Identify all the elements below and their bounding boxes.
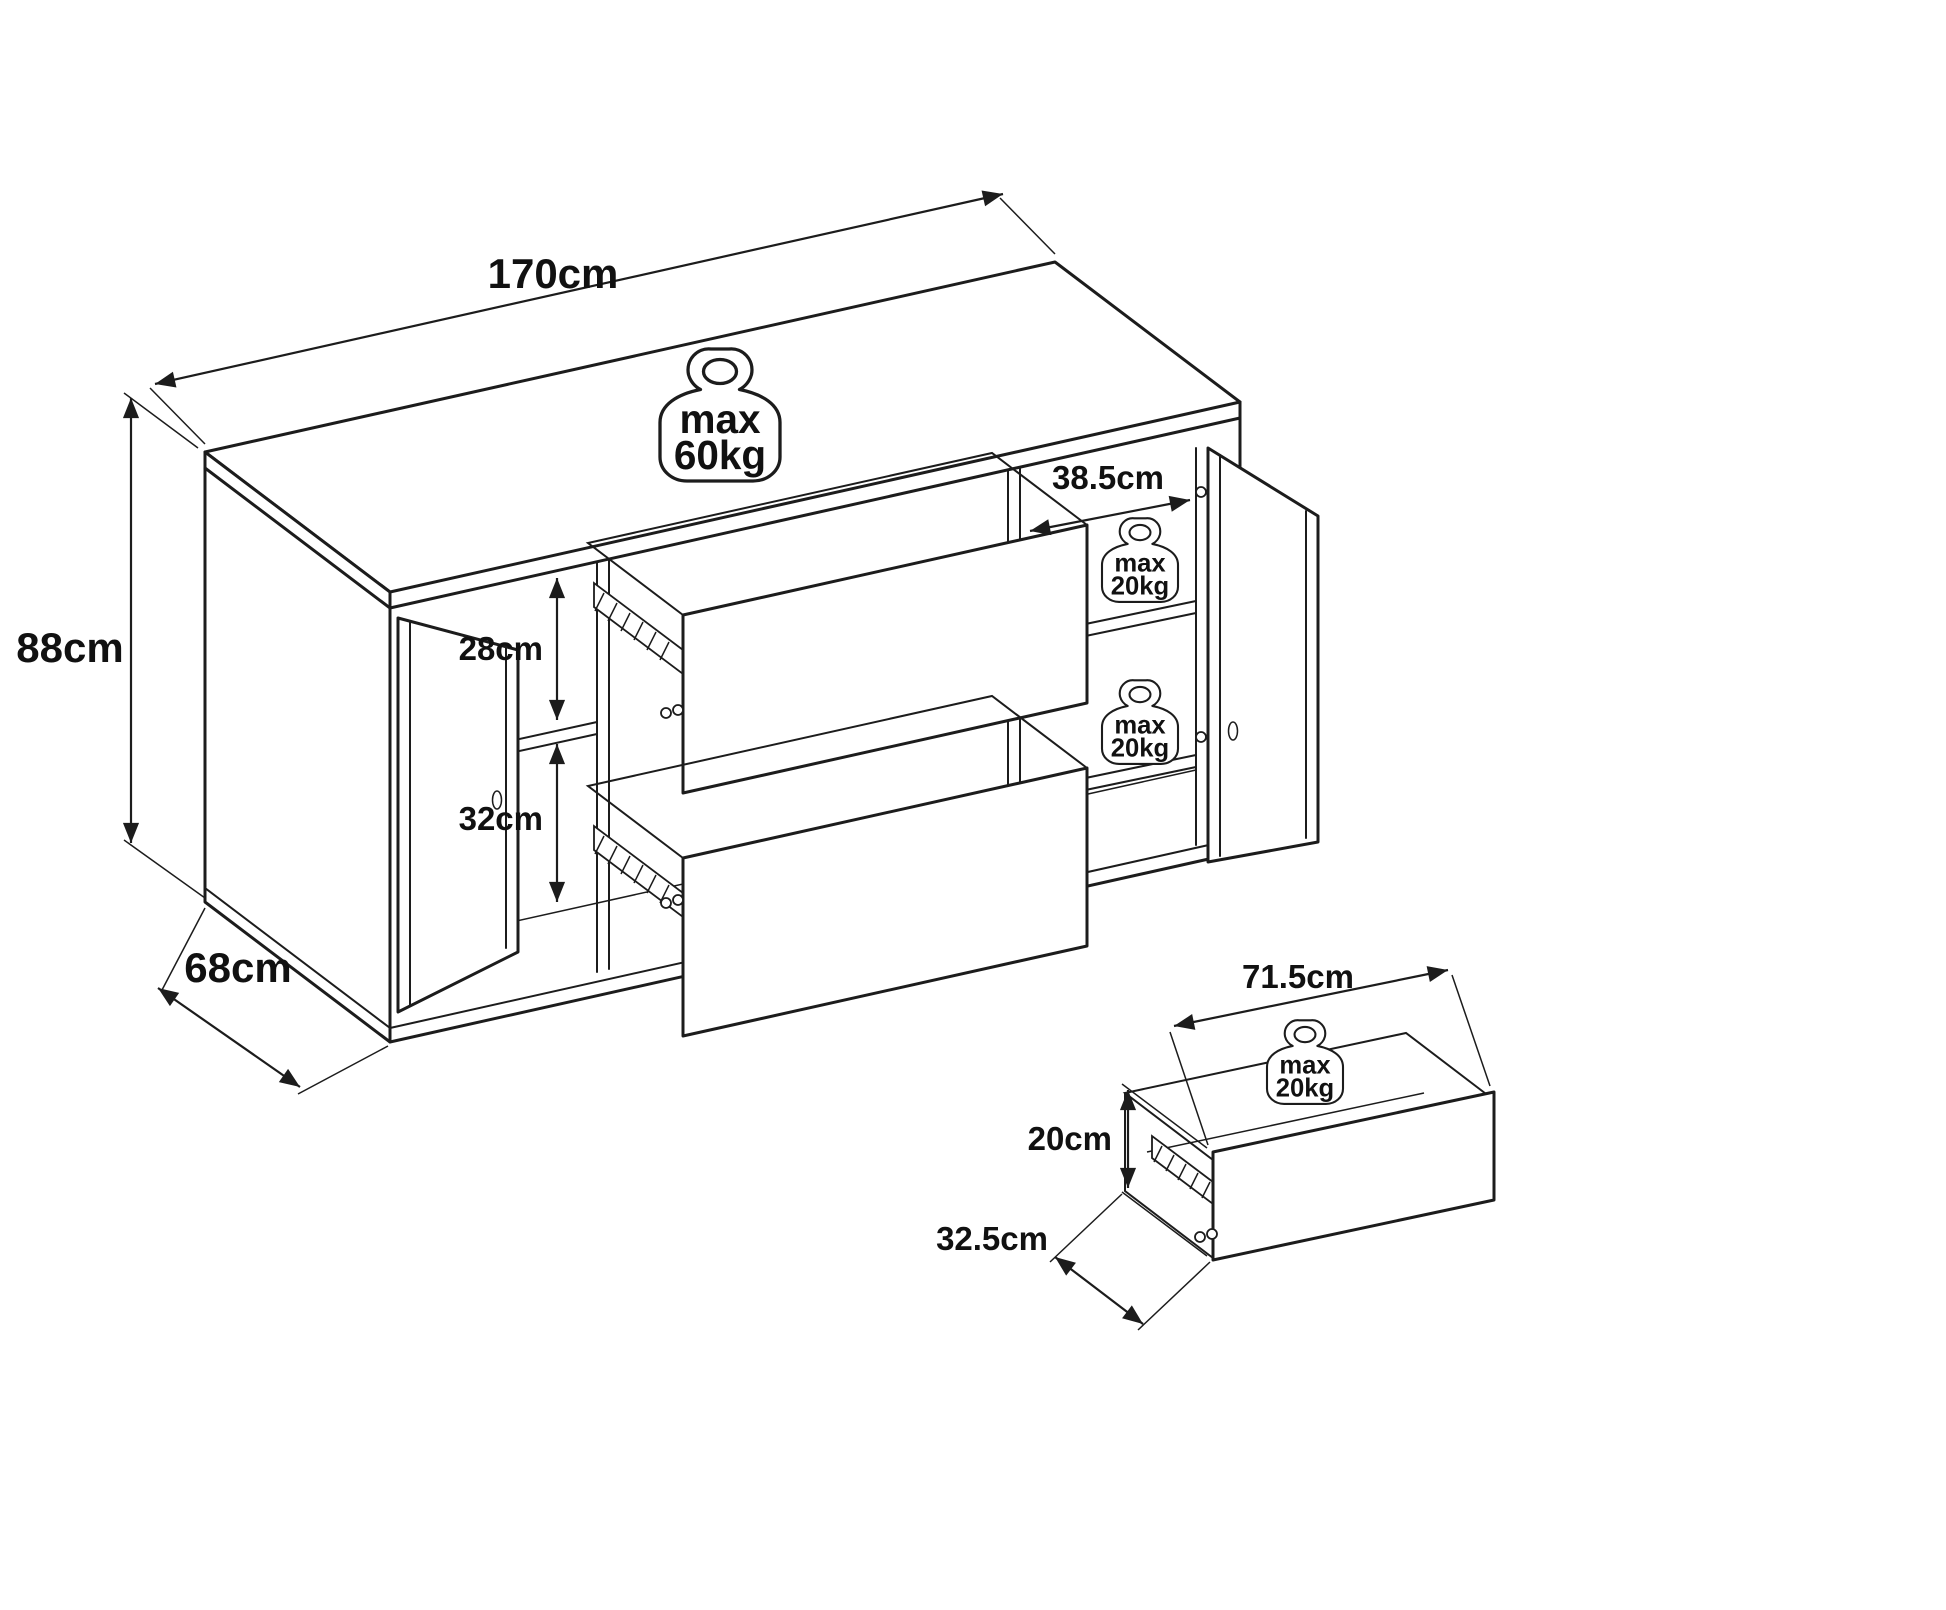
top-slab-left-edge [203, 466, 392, 610]
weight-handle-hole [701, 357, 739, 386]
max-load-top-value: 60kg [674, 432, 766, 478]
right-compartment-width-arrow [1029, 495, 1191, 536]
drawer-detail-drawing: 71.5cm max 20kg 20cm 32.5cm [936, 958, 1496, 1331]
height-dimension-label: 88cm [16, 624, 123, 671]
drawer-depth-label: 32.5cm [936, 1220, 1048, 1257]
width-extension-right [999, 197, 1056, 255]
drawer-depth-arrow [1054, 1256, 1144, 1325]
max-load-upper-shelf-label: max [1114, 550, 1166, 578]
weight-icon [1100, 679, 1180, 765]
max-load-upper-shelf-value: 20kg [1111, 572, 1169, 600]
upper-drawer-front [681, 523, 1089, 795]
max-load-drawer-icon: max 20kg [1265, 1019, 1345, 1105]
upper-drawer [585, 451, 1089, 795]
runner-fitting-icon [1206, 1228, 1218, 1240]
door-hinge-mark-bottom [1195, 731, 1207, 743]
lower-drawer-box-top-edges [585, 694, 1088, 859]
left-door-open [396, 616, 520, 1014]
drawer-depth-extension-front [1137, 1261, 1211, 1331]
door-hinge-mark-top [1195, 486, 1207, 498]
right-door-open [1206, 446, 1320, 864]
detail-drawer-box-top-edges [1122, 1031, 1495, 1161]
weight-handle-hole [1293, 1025, 1317, 1044]
drawer-height-extension-top [1121, 1083, 1208, 1149]
cabinet-drawing: max 60kg max 20kg max 20kg [203, 260, 1320, 1044]
right-door-handle-icon [1227, 721, 1239, 741]
max-load-top-label: max [679, 396, 761, 442]
left-upper-compartment-label: 28cm [459, 630, 543, 667]
max-load-lower-shelf-label: max [1114, 712, 1166, 740]
height-extension-top [123, 392, 199, 449]
drawer-width-extension-left [1169, 1031, 1209, 1146]
width-dimension-arrow [154, 190, 1004, 388]
upper-drawer-box-top-edges [585, 451, 1088, 616]
weight-icon [1265, 1019, 1345, 1105]
detail-drawer-front [1211, 1090, 1496, 1262]
runner-fitting-icon [672, 704, 684, 716]
left-door-handle-icon [491, 790, 503, 810]
main-dimensions: 170cm 88cm 68cm 38.5cm 28cm 32cm [16, 190, 1191, 1095]
runner-fitting-icon [672, 894, 684, 906]
width-dimension-label: 170cm [488, 250, 619, 297]
right-door-panel [1206, 446, 1320, 864]
depth-extension-front [297, 1045, 389, 1095]
runner-fitting-icon [1194, 1231, 1206, 1243]
right-compartment-width-label: 38.5cm [1052, 459, 1164, 496]
depth-dimension-label: 68cm [184, 944, 291, 991]
runner-fitting-icon [660, 897, 672, 909]
runner-fitting-icon [660, 707, 672, 719]
right-door-edge-lines [1219, 454, 1307, 857]
left-door-panel [396, 616, 520, 1014]
left-partition [596, 558, 610, 973]
left-door-edge-lines [409, 620, 507, 1007]
drawer-height-extension-bottom [1121, 1191, 1208, 1257]
drawer-width-arrow [1173, 966, 1449, 1030]
upper-drawer-rail [593, 581, 684, 676]
left-lower-compartment-label: 32cm [459, 800, 543, 837]
width-extension-left [149, 387, 206, 445]
height-extension-bottom [123, 839, 206, 899]
detail-drawer-rail-hatch [1153, 1145, 1211, 1199]
depth-extension-back [161, 907, 206, 991]
detail-drawer-inner-bottom [1146, 1092, 1425, 1153]
lower-drawer [585, 694, 1089, 1038]
drawer-width-extension-right [1451, 974, 1491, 1087]
weight-handle-hole [1128, 685, 1152, 704]
weight-handle-hole [1128, 523, 1152, 542]
drawer-height-label: 20cm [1028, 1120, 1112, 1157]
max-load-lower-shelf-icon: max 20kg [1100, 679, 1180, 765]
depth-dimension-arrow [157, 987, 301, 1088]
max-load-drawer-label: max [1279, 1052, 1331, 1080]
plinth-left-line [204, 887, 391, 1029]
max-load-drawer-value: 20kg [1276, 1074, 1334, 1102]
upper-drawer-rail-hatch [594, 592, 670, 661]
max-load-lower-shelf-value: 20kg [1111, 734, 1169, 762]
lower-drawer-rail-hatch [594, 835, 670, 904]
opening-top-edge [407, 424, 1209, 605]
lower-drawer-front [681, 766, 1089, 1038]
max-load-upper-shelf-icon: max 20kg [1100, 517, 1180, 603]
drawer-depth-extension-back [1049, 1193, 1123, 1263]
drawer-width-label: 71.5cm [1242, 958, 1354, 995]
